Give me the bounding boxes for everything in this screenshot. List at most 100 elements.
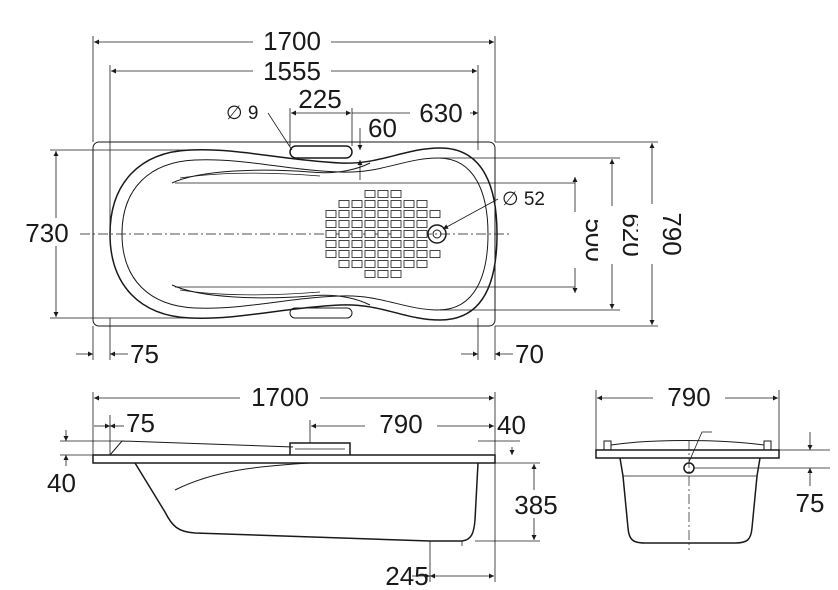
anti-slip-tile [377,250,389,258]
anti-slip-tile [377,220,389,228]
anti-slip-pattern [325,190,441,278]
anti-slip-tile [364,220,376,228]
anti-slip-tile [338,220,350,228]
dim-inner-width: 730 [25,218,68,248]
anti-slip-tile [338,260,350,268]
side-rim [92,454,496,464]
anti-slip-tile [403,260,415,268]
anti-slip-tile [364,260,376,268]
anti-slip-tile [325,210,337,218]
anti-slip-tile [377,270,389,278]
dim-drain-diameter: ∅ 52 [502,189,545,210]
anti-slip-tile [416,220,428,228]
anti-slip-tile [390,260,402,268]
anti-slip-tile [364,230,376,238]
anti-slip-tile [325,230,337,238]
anti-slip-tile [351,210,363,218]
anti-slip-tile [390,200,402,208]
armrest-bottom-inner [179,289,321,296]
anti-slip-tile [390,210,402,218]
anti-slip-tile [364,190,376,198]
anti-slip-tile [377,210,389,218]
anti-slip-tile [351,230,363,238]
dim-handle-depth: 60 [368,113,397,143]
side-dim-right-height: 40 [497,410,526,440]
anti-slip-tile [390,240,402,248]
tub-basin-inner [121,157,489,311]
anti-slip-tile [338,250,350,258]
dim-handle-width: 225 [298,84,341,114]
anti-slip-tile [338,200,350,208]
anti-slip-tile [338,230,350,238]
anti-slip-tile [377,230,389,238]
anti-slip-tile [403,230,415,238]
anti-slip-tile [338,240,350,248]
side-view: 1700 75 790 40 40 385 245 [47,382,564,590]
anti-slip-tile [416,210,428,218]
anti-slip-tile [377,260,389,268]
anti-slip-tile [416,230,428,238]
dim-left-margin: 75 [130,339,159,369]
dim-right-margin: 70 [515,339,544,369]
dim-overall-width: 790 [657,212,687,255]
side-dim-depth: 385 [514,490,557,520]
anti-slip-tile [390,220,402,228]
drain-inner [432,229,442,239]
anti-slip-tile [416,200,428,208]
dim-hole-diameter: ∅ 9 [226,103,258,124]
anti-slip-tile [351,260,363,268]
anti-slip-tile [351,200,363,208]
anti-slip-tile [377,240,389,248]
anti-slip-tile [403,250,415,258]
anti-slip-tile [390,270,402,278]
anti-slip-tile [351,220,363,228]
anti-slip-tile [429,210,441,218]
anti-slip-tile [351,250,363,258]
anti-slip-tile [377,190,389,198]
side-handle [289,442,351,455]
anti-slip-tile [364,270,376,278]
anti-slip-tile [325,250,337,258]
side-body [134,462,479,542]
anti-slip-tile [416,240,428,248]
end-dim-overall-width: 790 [667,382,710,412]
anti-slip-tile [390,250,402,258]
anti-slip-tile [364,240,376,248]
anti-slip-tile [390,190,402,198]
anti-slip-tile [377,200,389,208]
dim-overall-length: 1700 [263,26,321,56]
handle-bottom [289,307,353,319]
anti-slip-tile [325,240,337,248]
anti-slip-tile [364,200,376,208]
anti-slip-tile [351,240,363,248]
armrest-top [171,162,371,184]
side-backrest [109,440,294,456]
anti-slip-tile [364,250,376,258]
dim-inner-length: 1555 [263,56,321,86]
anti-slip-tile [429,250,441,258]
handle-top [289,145,353,159]
side-dim-overall-length: 1700 [251,382,309,412]
tub-basin-outer [109,147,498,321]
side-dim-handle-offset: 790 [379,409,422,439]
anti-slip-tile [403,210,415,218]
anti-slip-tile [416,250,428,258]
end-body [619,457,761,544]
side-dim-left-margin: 75 [126,408,155,438]
dim-handle-offset: 630 [419,98,462,128]
drain-outer [427,224,447,244]
side-dim-foot-offset: 245 [385,561,428,590]
anti-slip-tile [403,220,415,228]
anti-slip-tile [416,260,428,268]
anti-slip-tile [390,230,402,238]
armrest-bottom [171,284,371,306]
top-view: 1700 1555 ∅ 9 225 630 60 ∅ 52 730 [18,26,687,369]
anti-slip-tile [364,210,376,218]
anti-slip-tile [338,210,350,218]
side-dim-left-height: 40 [47,468,76,498]
end-view: 790 75 [595,382,830,550]
anti-slip-tile [325,220,337,228]
anti-slip-tile [403,240,415,248]
end-rim [595,449,780,459]
